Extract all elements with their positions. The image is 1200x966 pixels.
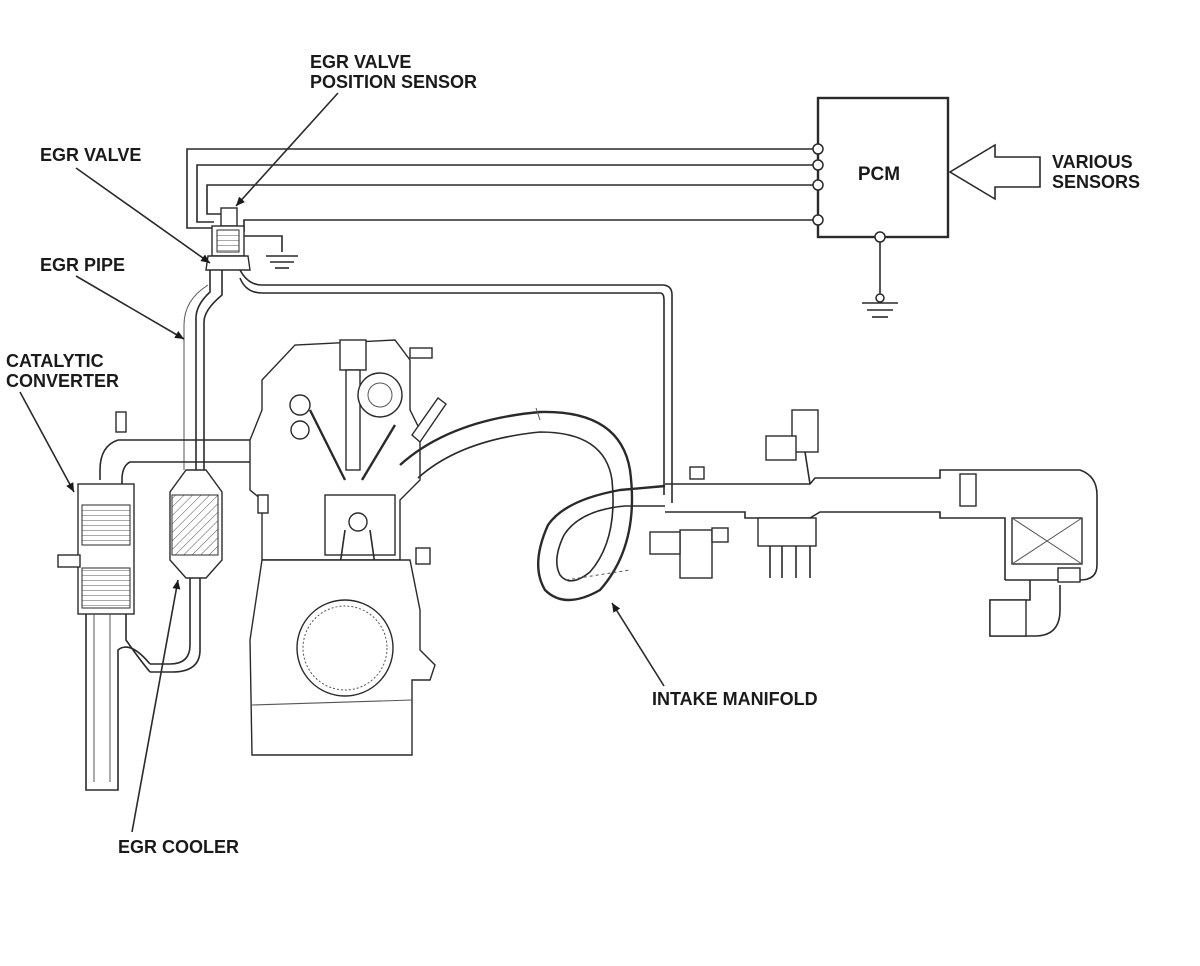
intake-manifold bbox=[399, 407, 666, 602]
sensor-connector bbox=[959, 473, 977, 507]
egr-cooler bbox=[150, 469, 223, 673]
throttle-body bbox=[757, 517, 817, 547]
pcm-ground-terminal bbox=[874, 231, 886, 243]
pcm-terminal bbox=[812, 179, 824, 191]
pcm-terminal bbox=[812, 214, 824, 226]
intake-duct bbox=[649, 409, 1098, 637]
air-inlet bbox=[989, 599, 1027, 637]
leader-egr-cooler bbox=[131, 579, 181, 833]
leader-egr-pipe bbox=[75, 275, 185, 340]
engine bbox=[249, 339, 447, 756]
leader-catalytic-converter bbox=[19, 391, 75, 493]
egr-valve-position-sensor-label: EGR VALVE POSITION SENSOR bbox=[310, 52, 477, 92]
egr-valve-label: EGR VALVE bbox=[40, 145, 141, 165]
leader-lines bbox=[19, 92, 665, 833]
spark-plug bbox=[339, 339, 367, 371]
leader-egr-valve bbox=[75, 167, 211, 264]
input-arrow-icon bbox=[948, 143, 1041, 201]
catalytic-converter bbox=[57, 411, 275, 791]
ground-symbol bbox=[862, 302, 898, 318]
egr-valve-position-sensor bbox=[220, 207, 238, 227]
fuel-injector bbox=[411, 397, 447, 444]
egr-pipe-label: EGR PIPE bbox=[40, 255, 125, 275]
camshaft bbox=[289, 394, 311, 416]
iac-valve bbox=[679, 529, 713, 579]
egr-valve bbox=[205, 207, 298, 271]
camshaft bbox=[357, 372, 403, 418]
leader-egr-valve-position-sensor bbox=[235, 92, 339, 207]
leader-intake-manifold bbox=[611, 602, 665, 687]
egr-cooler-label: EGR COOLER bbox=[118, 837, 239, 857]
catalytic-converter-label: CATALYTIC CONVERTER bbox=[6, 351, 119, 391]
wiring-harness bbox=[186, 148, 813, 232]
ground-symbol bbox=[266, 255, 298, 269]
egr-pipe bbox=[183, 269, 673, 495]
pcm-label: PCM bbox=[858, 164, 900, 185]
crankshaft bbox=[296, 599, 394, 697]
pcm-unit: PCM bbox=[812, 96, 950, 318]
various-sensors-label: VARIOUS SENSORS bbox=[1052, 152, 1140, 192]
pcm-terminal bbox=[812, 143, 824, 155]
pcm-terminal bbox=[812, 159, 824, 171]
piston-pin bbox=[348, 512, 368, 532]
intake-manifold-label: INTAKE MANIFOLD bbox=[652, 689, 818, 709]
